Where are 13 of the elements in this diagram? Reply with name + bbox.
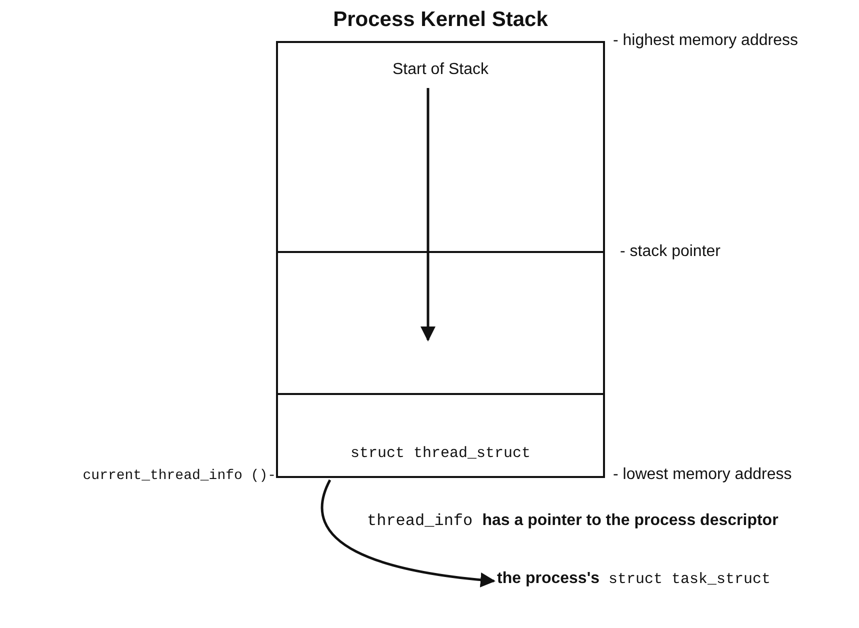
annotation-text: - stack pointer (620, 243, 720, 261)
stack-region (276, 253, 605, 395)
arrow (320, 480, 496, 588)
annotation-text: - lowest memory address (613, 466, 792, 484)
region-label: Start of Stack (392, 61, 489, 79)
diagram-title: Process Kernel Stack (332, 8, 549, 32)
stack-region (276, 41, 605, 253)
arrow (420, 88, 436, 342)
annotation-text: - highest memory address (613, 32, 798, 50)
annotation-text: thread_info has a pointer to the process descriptor (367, 512, 778, 530)
region-label: struct thread_struct (350, 445, 531, 462)
function-label: current_thread_info ()- (82, 468, 276, 484)
target-text: the process's struct task_struct (497, 570, 771, 588)
